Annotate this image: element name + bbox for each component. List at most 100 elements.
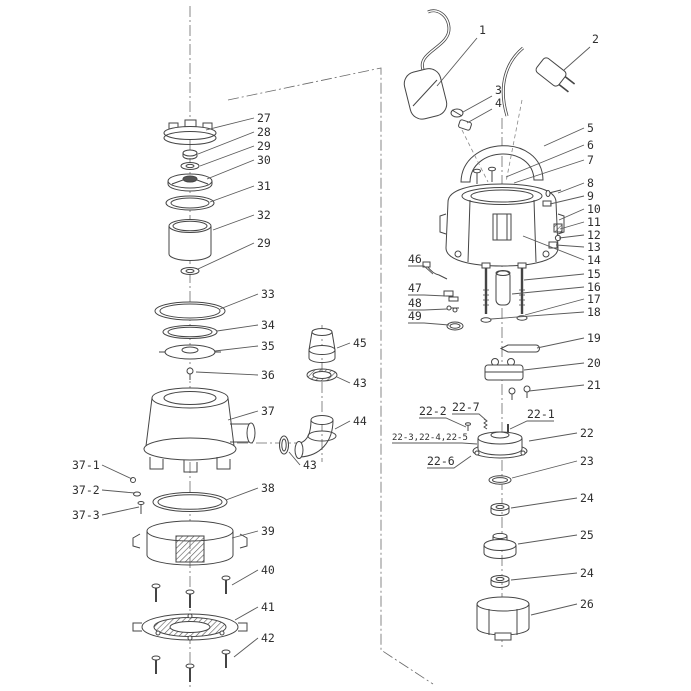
part-48-terminals [446, 305, 459, 313]
leader-line-1 [436, 37, 478, 87]
leader-line-37 [227, 410, 259, 421]
part-44-elbow [294, 415, 337, 459]
part-18-nut [480, 317, 492, 323]
right-assembly [403, 9, 576, 641]
leader-line-43 [288, 451, 301, 466]
part-45-hose-adapter [308, 328, 336, 363]
part-9-clip [542, 200, 552, 207]
callout-label-22-3,22-4,22-5: 22-3,22-4,22-5 [392, 433, 468, 443]
callout-label-4: 4 [495, 96, 502, 110]
part-41-strainer-plate [132, 613, 248, 641]
callout-label-44: 44 [353, 414, 367, 428]
callout-label-10: 10 [587, 202, 601, 216]
leader-line-47 [408, 294, 447, 297]
callout-label-38: 38 [261, 481, 275, 495]
callout-label-20: 20 [587, 356, 601, 370]
callout-label-2: 2 [592, 32, 599, 46]
leader-line-24 [510, 572, 578, 581]
part-15-bolts [481, 262, 527, 314]
callout-label-12: 12 [587, 228, 601, 242]
leader-line-45 [336, 342, 351, 349]
leader-line-22-1 [509, 420, 554, 430]
callout-label-22-7: 22-7 [452, 400, 480, 414]
leader-line-11 [559, 221, 585, 230]
callout-label-8: 8 [587, 176, 594, 190]
leader-line-21 [528, 384, 585, 392]
leader-line-12 [558, 234, 585, 239]
leader-line-37-1 [101, 464, 133, 480]
part-24-seal-washer-lower [490, 575, 510, 588]
callout-label-22: 22 [580, 426, 594, 440]
part-29-washer-lower [180, 267, 200, 275]
callout-label-22-2: 22-2 [419, 404, 447, 418]
part-16-capacitor [495, 270, 511, 306]
leader-line-49 [408, 322, 450, 326]
part-36-pin [186, 367, 194, 380]
leader-line-28 [197, 131, 255, 155]
part-39-suction-base [132, 520, 248, 566]
part-7-screw [488, 166, 496, 182]
part-30-impeller [167, 173, 213, 192]
part-38-oring [152, 492, 228, 512]
callout-label-15: 15 [587, 267, 601, 281]
leader-line-13 [555, 244, 585, 248]
part-24-seal-washer-upper [490, 503, 510, 516]
callout-label-30: 30 [257, 153, 271, 167]
callout-label-40: 40 [261, 563, 275, 577]
part-31-ring [165, 195, 215, 211]
leader-line-19 [536, 337, 585, 349]
part-6-screw [473, 168, 481, 184]
callout-label-33: 33 [261, 287, 275, 301]
leader-line-43 [336, 376, 351, 384]
callout-label-34: 34 [261, 318, 275, 332]
part-10-motor-housing [439, 183, 565, 267]
callout-label-18: 18 [587, 305, 601, 319]
part-1-float-switch [403, 9, 451, 120]
leader-line-30 [206, 159, 255, 180]
callout-label-11: 11 [587, 215, 601, 229]
callout-label-26: 26 [580, 597, 594, 611]
callout-label-24: 24 [580, 491, 594, 505]
callout-label-37-1: 37-1 [72, 458, 100, 472]
callout-label-29: 29 [257, 236, 271, 250]
section-boundary-line [227, 67, 434, 685]
assembly-hint-lines [461, 99, 523, 183]
callout-label-22-1: 22-1 [527, 407, 555, 421]
part-2-power-plug [501, 46, 576, 117]
leader-line-17 [524, 298, 585, 316]
leader-line-22-7 [452, 413, 488, 422]
leader-line-31 [209, 185, 255, 203]
callout-label-37-2: 37-2 [72, 483, 100, 497]
part-29-washer [180, 162, 200, 170]
callout-label-9: 9 [587, 189, 594, 203]
callout-label-24: 24 [580, 566, 594, 580]
part-28-nut [182, 149, 198, 160]
part-11-plate [553, 223, 563, 233]
part-47-connector [443, 290, 459, 302]
callout-label-43: 43 [353, 376, 367, 390]
leader-line-38 [225, 487, 259, 501]
leader-line-14 [522, 235, 585, 261]
part-25-impeller-rotor [483, 532, 517, 559]
callout-label-39: 39 [261, 524, 275, 538]
part-26-pump-base-cap [476, 596, 530, 641]
callout-label-19: 19 [587, 331, 601, 345]
leader-line-22-6 [427, 455, 472, 469]
leader-line-35 [214, 345, 259, 352]
part-23-oring [488, 475, 512, 485]
leader-line-37-3 [101, 506, 140, 516]
callout-label-31: 31 [257, 179, 271, 193]
leader-line-46 [408, 265, 434, 275]
leader-line-15 [523, 273, 585, 281]
leader-line-37-2 [101, 489, 136, 494]
part-20-terminal-block [484, 358, 524, 381]
part-22-seal-housing [465, 418, 528, 459]
leader-line-16 [511, 286, 585, 295]
leader-line-18 [490, 311, 585, 320]
part-37-3-bolt [137, 501, 145, 514]
callout-label-46: 46 [408, 252, 422, 266]
callout-label-28: 28 [257, 125, 271, 139]
leader-line-33 [219, 293, 259, 310]
leader-line-5 [543, 127, 585, 147]
callout-label-48: 48 [408, 296, 422, 310]
